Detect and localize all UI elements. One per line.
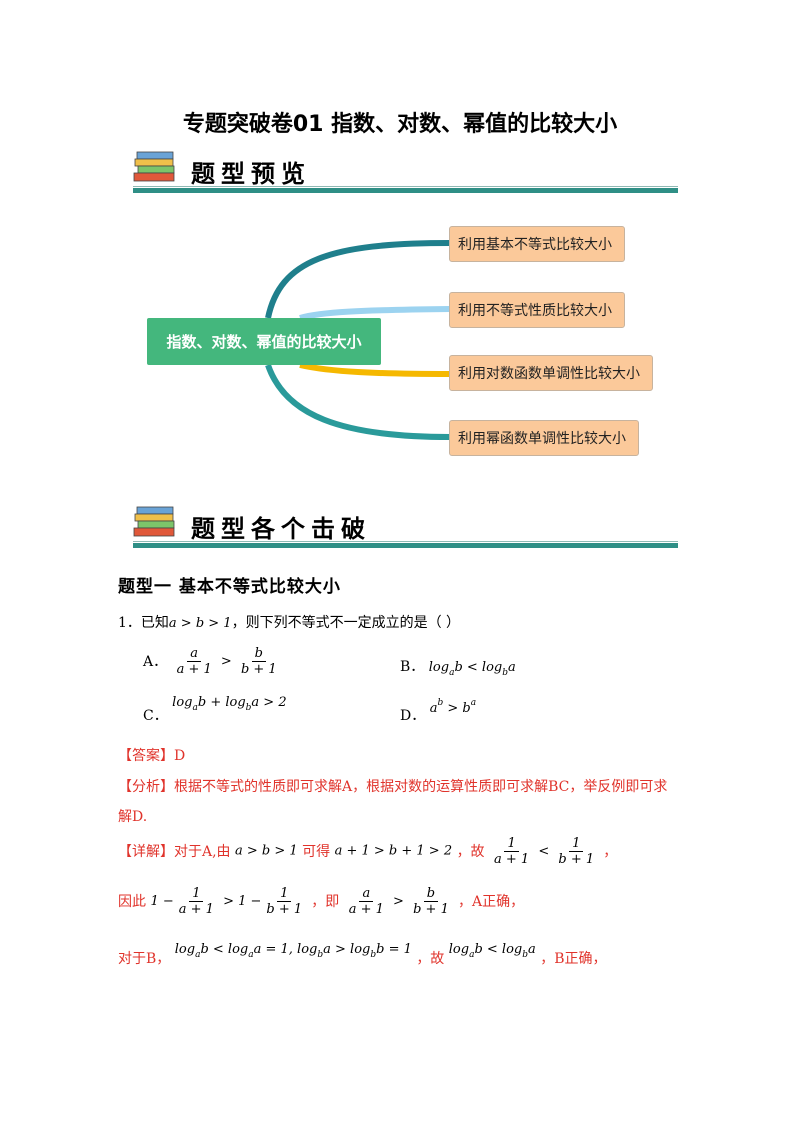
analysis-line-1: 【分析】根据不等式的性质即可求解A，根据对数的运算性质即可求解BC，举反例即可求 (118, 779, 668, 795)
section-banner-preview: 题型预览 (133, 150, 678, 194)
section-title-breakdown: 题型各个击破 (191, 514, 371, 543)
branch-3 (299, 362, 451, 377)
mindmap-connectors (265, 240, 451, 440)
branch-4 (265, 364, 451, 440)
books-icon (133, 506, 175, 537)
option-b: B． logab < logba (400, 659, 516, 678)
mindmap-node-1: 利用基本不等式比较大小 (449, 226, 625, 262)
section-rule (133, 188, 678, 193)
section-banner-breakdown: 题型各个击破 (133, 505, 678, 549)
answer-line: 【答案】D (118, 748, 186, 764)
branch-1 (265, 240, 451, 319)
analysis-line-2: 解D. (118, 809, 148, 825)
mindmap-center: 指数、对数、幂值的比较大小 (147, 318, 381, 365)
detail-line-3: 对于B， logab < logaa = 1, logba > logbb = … (118, 942, 607, 967)
mindmap-node-3: 利用对数函数单调性比较大小 (449, 355, 653, 391)
type-heading: 题型一 基本不等式比较大小 (118, 577, 341, 597)
detail-line-1: 【详解】对于A,由 a > b > 1 可得 a + 1 > b + 1 > 2… (118, 836, 618, 867)
option-d: D． ab > ba (400, 698, 477, 724)
branch-2 (299, 306, 451, 321)
section-title-preview: 题型预览 (191, 159, 311, 188)
page-title: 专题突破卷01 指数、对数、幂值的比较大小 (182, 112, 618, 137)
books-icon (133, 151, 175, 182)
option-c: C． logab + logba > 2 (143, 695, 287, 724)
mindmap-node-2: 利用不等式性质比较大小 (449, 292, 625, 328)
mindmap-node-4: 利用幂函数单调性比较大小 (449, 420, 639, 456)
question-stem: 1．已知a > b > 1，则下列不等式不一定成立的是（ ） (118, 615, 461, 631)
section-rule (133, 543, 678, 548)
